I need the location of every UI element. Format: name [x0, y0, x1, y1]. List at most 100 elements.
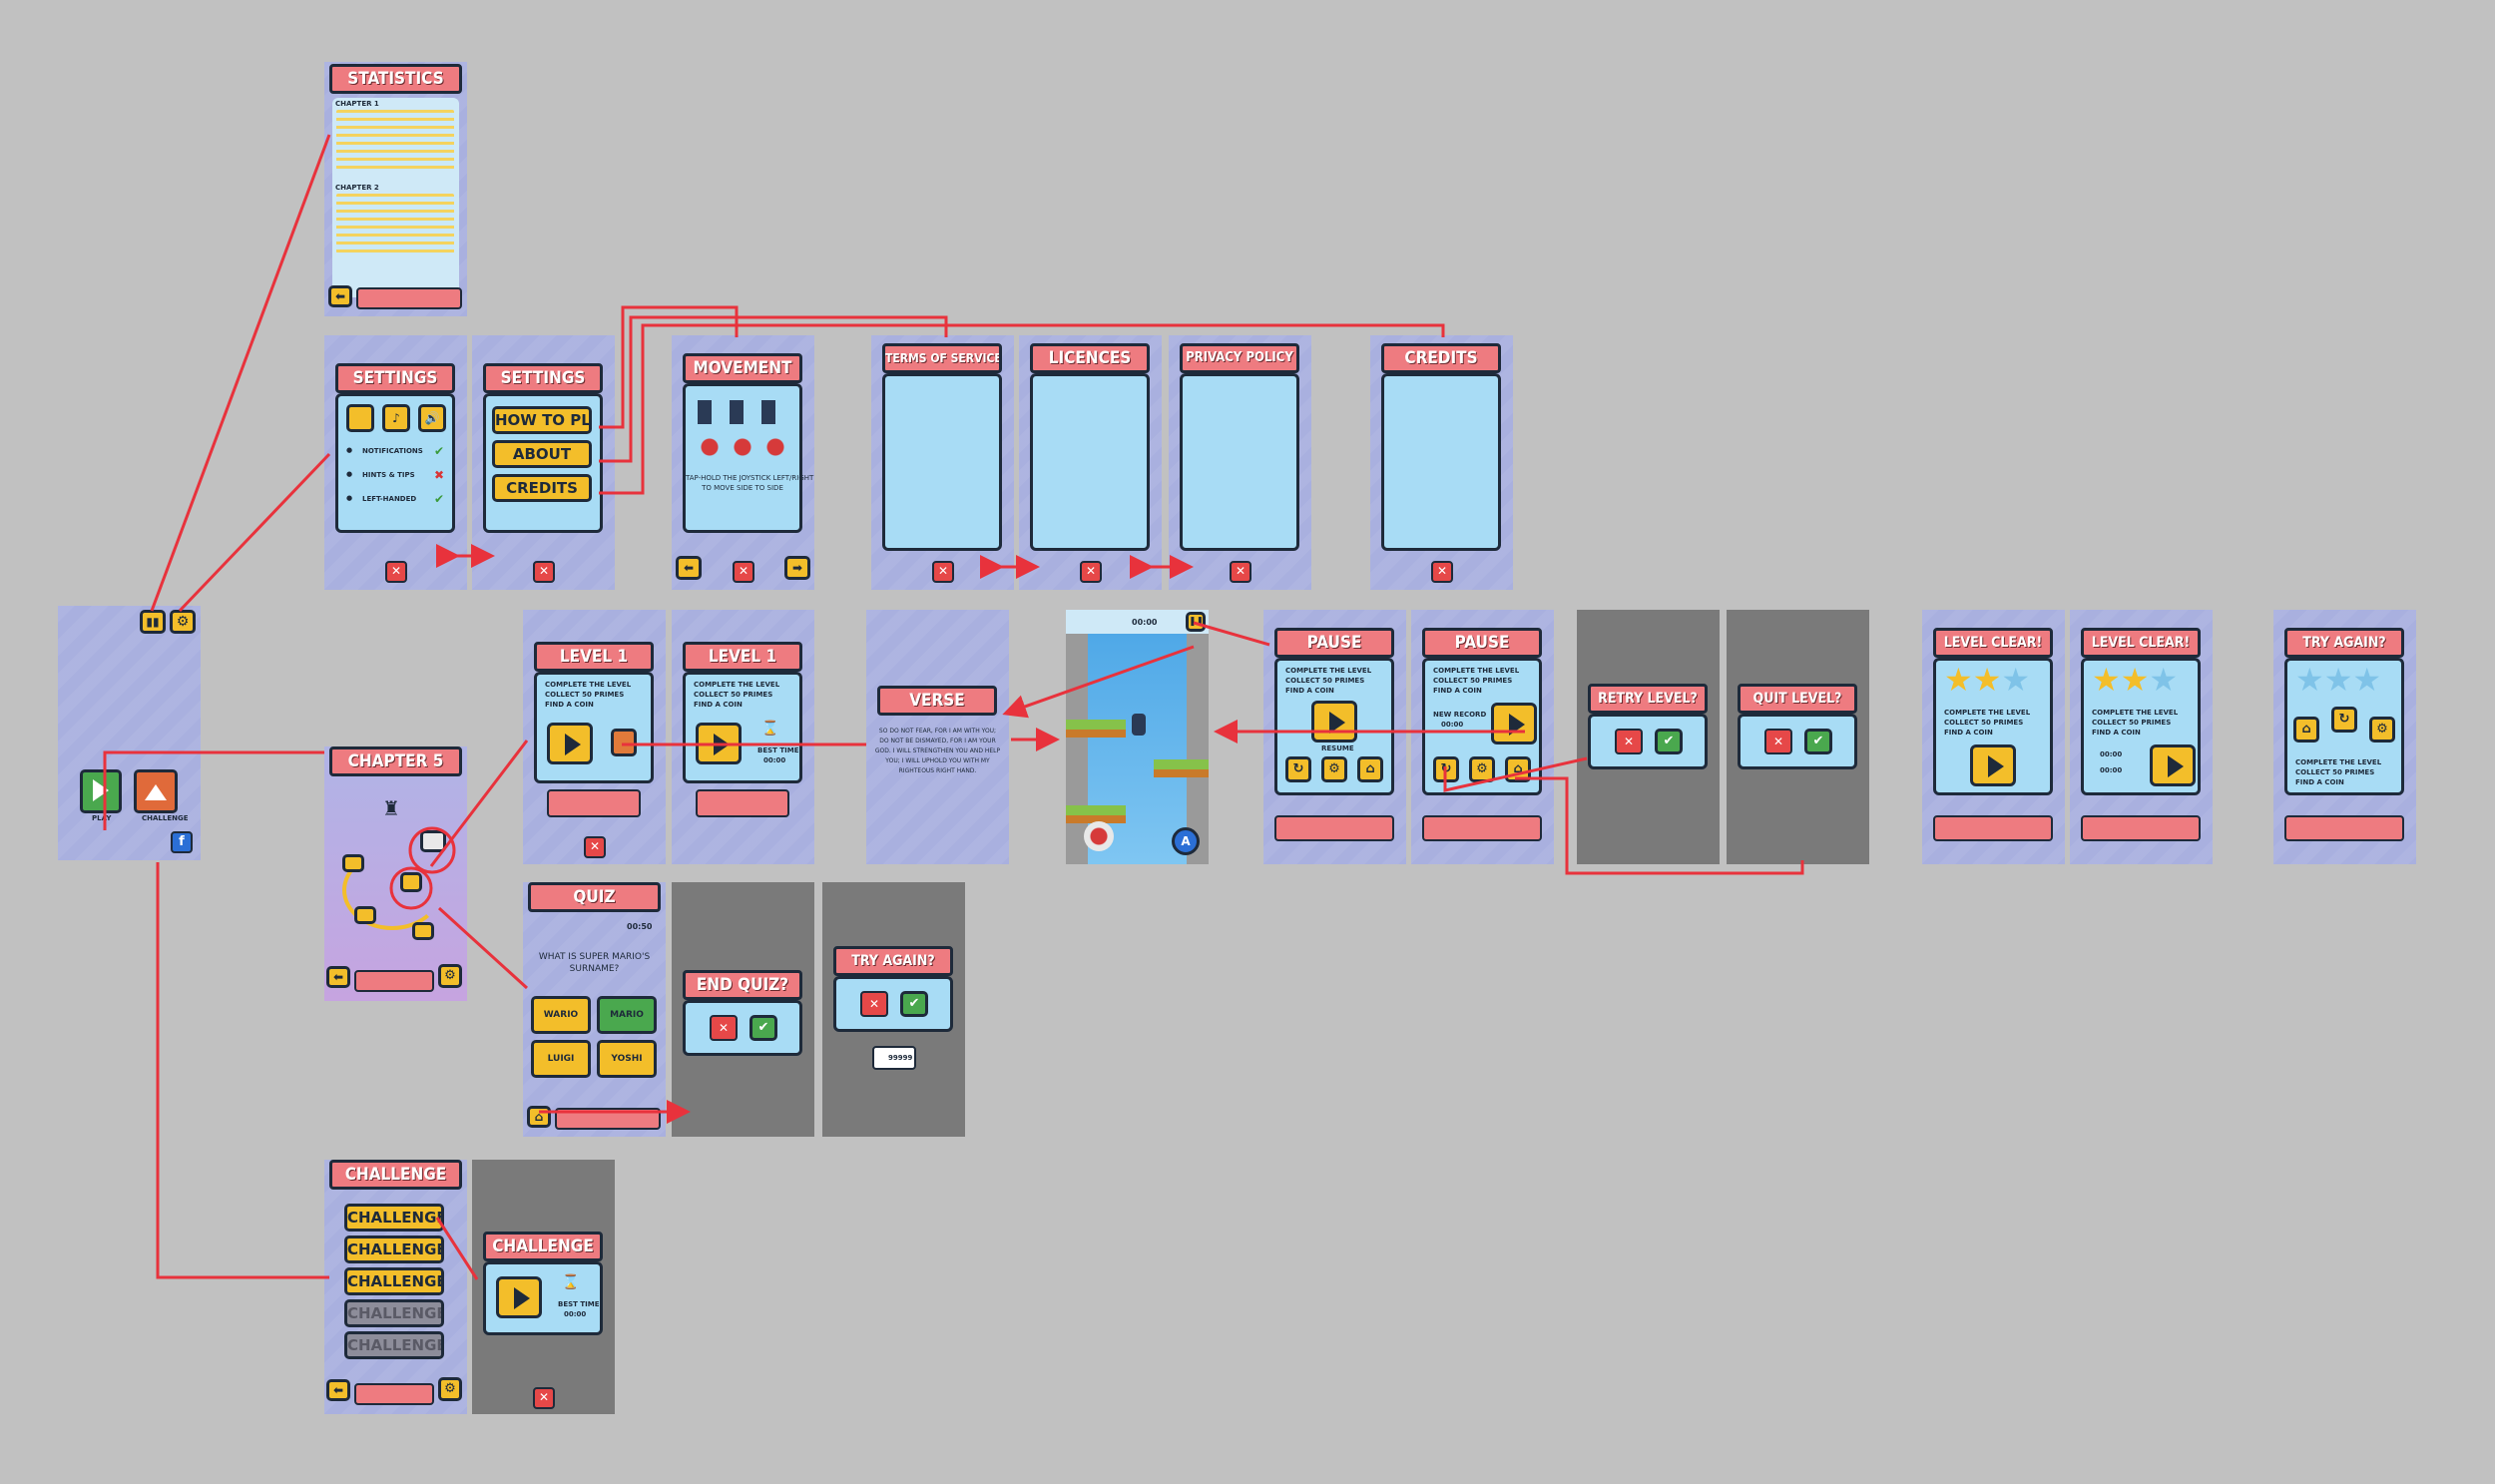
- close-icon[interactable]: ✕: [1080, 561, 1102, 583]
- play-button[interactable]: [547, 723, 593, 764]
- home-icon[interactable]: ⌂: [1505, 756, 1531, 782]
- statistics-screen: STATISTICS CHAPTER 1 CHAPTER 2 ⬅: [324, 62, 467, 316]
- facebook-icon[interactable]: f: [171, 831, 193, 853]
- pause-title: PAUSE: [1422, 628, 1542, 658]
- player-character: [1132, 714, 1146, 736]
- about-button[interactable]: ABOUT: [492, 440, 592, 468]
- cancel-button[interactable]: ✕: [1615, 729, 1643, 754]
- goal-1: COMPLETE THE LEVEL: [1944, 709, 2031, 717]
- close-icon[interactable]: ✕: [932, 561, 954, 583]
- gear-icon[interactable]: ⚙: [438, 964, 462, 988]
- next-arrow-icon[interactable]: ➡: [784, 556, 810, 580]
- answer-button[interactable]: WARIO: [531, 996, 591, 1034]
- close-icon[interactable]: ✕: [533, 1387, 555, 1409]
- trophy-icon[interactable]: [400, 872, 422, 892]
- crown-icon[interactable]: [342, 854, 364, 872]
- challenge-2-button[interactable]: CHALLENGE 2: [344, 1236, 444, 1263]
- home-icon[interactable]: ⌂: [1357, 756, 1383, 782]
- how-to-play-button[interactable]: HOW TO PLAY: [492, 406, 592, 434]
- close-icon[interactable]: ✕: [385, 561, 407, 583]
- play-button[interactable]: [696, 723, 742, 764]
- gear-icon[interactable]: ⚙: [1321, 756, 1347, 782]
- gear-icon[interactable]: ⚙: [170, 610, 196, 634]
- resume-button[interactable]: [1311, 701, 1357, 742]
- retry-icon[interactable]: ↻: [2331, 707, 2357, 733]
- gear-icon[interactable]: ⚙: [1469, 756, 1495, 782]
- quiz-try-again-screen: TRY AGAIN? ✕ ✔ 99999: [822, 882, 965, 1137]
- goal-2: COLLECT 50 PRIMES: [2295, 768, 2375, 776]
- answer-button[interactable]: YOSHI: [597, 1040, 657, 1078]
- level1-title: LEVEL 1: [534, 642, 654, 672]
- pause-screen-1: PAUSE COMPLETE THE LEVEL COLLECT 50 PRIM…: [1263, 610, 1406, 864]
- joystick-icon: [698, 436, 787, 458]
- crown-icon[interactable]: [412, 922, 434, 940]
- play-button[interactable]: [1491, 703, 1537, 744]
- joystick-icon[interactable]: [1084, 821, 1114, 851]
- confirm-button[interactable]: ✔: [900, 991, 928, 1017]
- level-clear-panel: ★★★ COMPLETE THE LEVEL COLLECT 50 PRIMES…: [1933, 658, 2053, 795]
- back-arrow-icon[interactable]: ⬅: [326, 966, 350, 988]
- language-button[interactable]: [346, 404, 374, 432]
- close-icon[interactable]: ✕: [733, 561, 754, 583]
- verse-line-3: GOD. I WILL STRENGTHEN YOU AND HELP: [874, 747, 1001, 754]
- cross-icon[interactable]: ✖: [434, 468, 445, 482]
- back-arrow-icon[interactable]: ⬅: [326, 1379, 350, 1401]
- music-icon[interactable]: ♪: [382, 404, 410, 432]
- credits-button[interactable]: CREDITS: [492, 474, 592, 502]
- statistics-button[interactable]: ▮▮: [140, 610, 166, 634]
- chapter2-rows: [336, 194, 454, 253]
- pause-icon[interactable]: ❚❚: [1186, 612, 1206, 632]
- terms-panel: [882, 373, 1002, 551]
- notifications-label: NOTIFICATIONS: [362, 447, 423, 455]
- chapter2-label: CHAPTER 2: [335, 184, 379, 192]
- star-rating-icon: ★★★: [2295, 661, 2382, 699]
- play-button[interactable]: [80, 769, 122, 813]
- retry-icon[interactable]: ↻: [1433, 756, 1459, 782]
- close-icon[interactable]: ✕: [533, 561, 555, 583]
- goal-1: COMPLETE THE LEVEL: [1433, 667, 1520, 675]
- challenge-3-button[interactable]: CHALLENGE 3: [344, 1267, 444, 1295]
- challenge-1-button[interactable]: CHALLENGE 1: [344, 1204, 444, 1232]
- cancel-button[interactable]: ✕: [710, 1015, 738, 1041]
- star-rating-icon: ★★★: [2092, 661, 2179, 699]
- answer-button[interactable]: MARIO: [597, 996, 657, 1034]
- goal-2: COLLECT 50 PRIMES: [545, 691, 625, 699]
- close-icon[interactable]: ✕: [584, 836, 606, 858]
- answer-button[interactable]: LUIGI: [531, 1040, 591, 1078]
- terms-screen: TERMS OF SERVICE ✕: [871, 335, 1014, 590]
- play-button[interactable]: [2150, 744, 2196, 786]
- home-icon[interactable]: ⌂: [2293, 717, 2319, 742]
- check-icon[interactable]: ✔: [434, 444, 445, 458]
- retry-icon[interactable]: ↻: [1285, 756, 1311, 782]
- back-arrow-icon[interactable]: ⬅: [328, 285, 352, 307]
- star-rating-icon: ★★★: [1944, 661, 2031, 699]
- cancel-button[interactable]: ✕: [860, 991, 888, 1017]
- close-icon[interactable]: ✕: [1431, 561, 1453, 583]
- confirm-button[interactable]: ✔: [1655, 729, 1683, 754]
- check-icon[interactable]: ✔: [434, 492, 445, 506]
- level-node-locked[interactable]: [420, 830, 446, 852]
- crown-icon[interactable]: [354, 906, 376, 924]
- level-clear-title: LEVEL CLEAR!: [1933, 628, 2053, 658]
- quit-level-title: QUIT LEVEL?: [1738, 684, 1857, 714]
- cancel-button[interactable]: ✕: [1764, 729, 1792, 754]
- home-icon[interactable]: ⌂: [527, 1106, 551, 1128]
- gear-icon[interactable]: ⚙: [438, 1377, 462, 1401]
- confirm-button[interactable]: ✔: [1804, 729, 1832, 754]
- sound-icon[interactable]: 🔊: [418, 404, 446, 432]
- a-button[interactable]: A: [1172, 827, 1200, 855]
- gear-icon[interactable]: ⚙: [2369, 717, 2395, 742]
- close-icon[interactable]: ✕: [1230, 561, 1251, 583]
- verse-title: VERSE: [877, 686, 997, 716]
- play-button[interactable]: [1970, 744, 2016, 786]
- platform: [1154, 759, 1209, 777]
- best-time-value: 00:00: [763, 756, 786, 764]
- confirm-button[interactable]: ✔: [749, 1015, 777, 1041]
- goal-2: COLLECT 50 PRIMES: [1433, 677, 1513, 685]
- play-button[interactable]: [496, 1276, 542, 1318]
- total-footer: [1274, 815, 1394, 841]
- challenge-button[interactable]: [134, 769, 178, 813]
- back-arrow-icon[interactable]: ⬅: [676, 556, 702, 580]
- quiz-title: QUIZ: [528, 882, 661, 912]
